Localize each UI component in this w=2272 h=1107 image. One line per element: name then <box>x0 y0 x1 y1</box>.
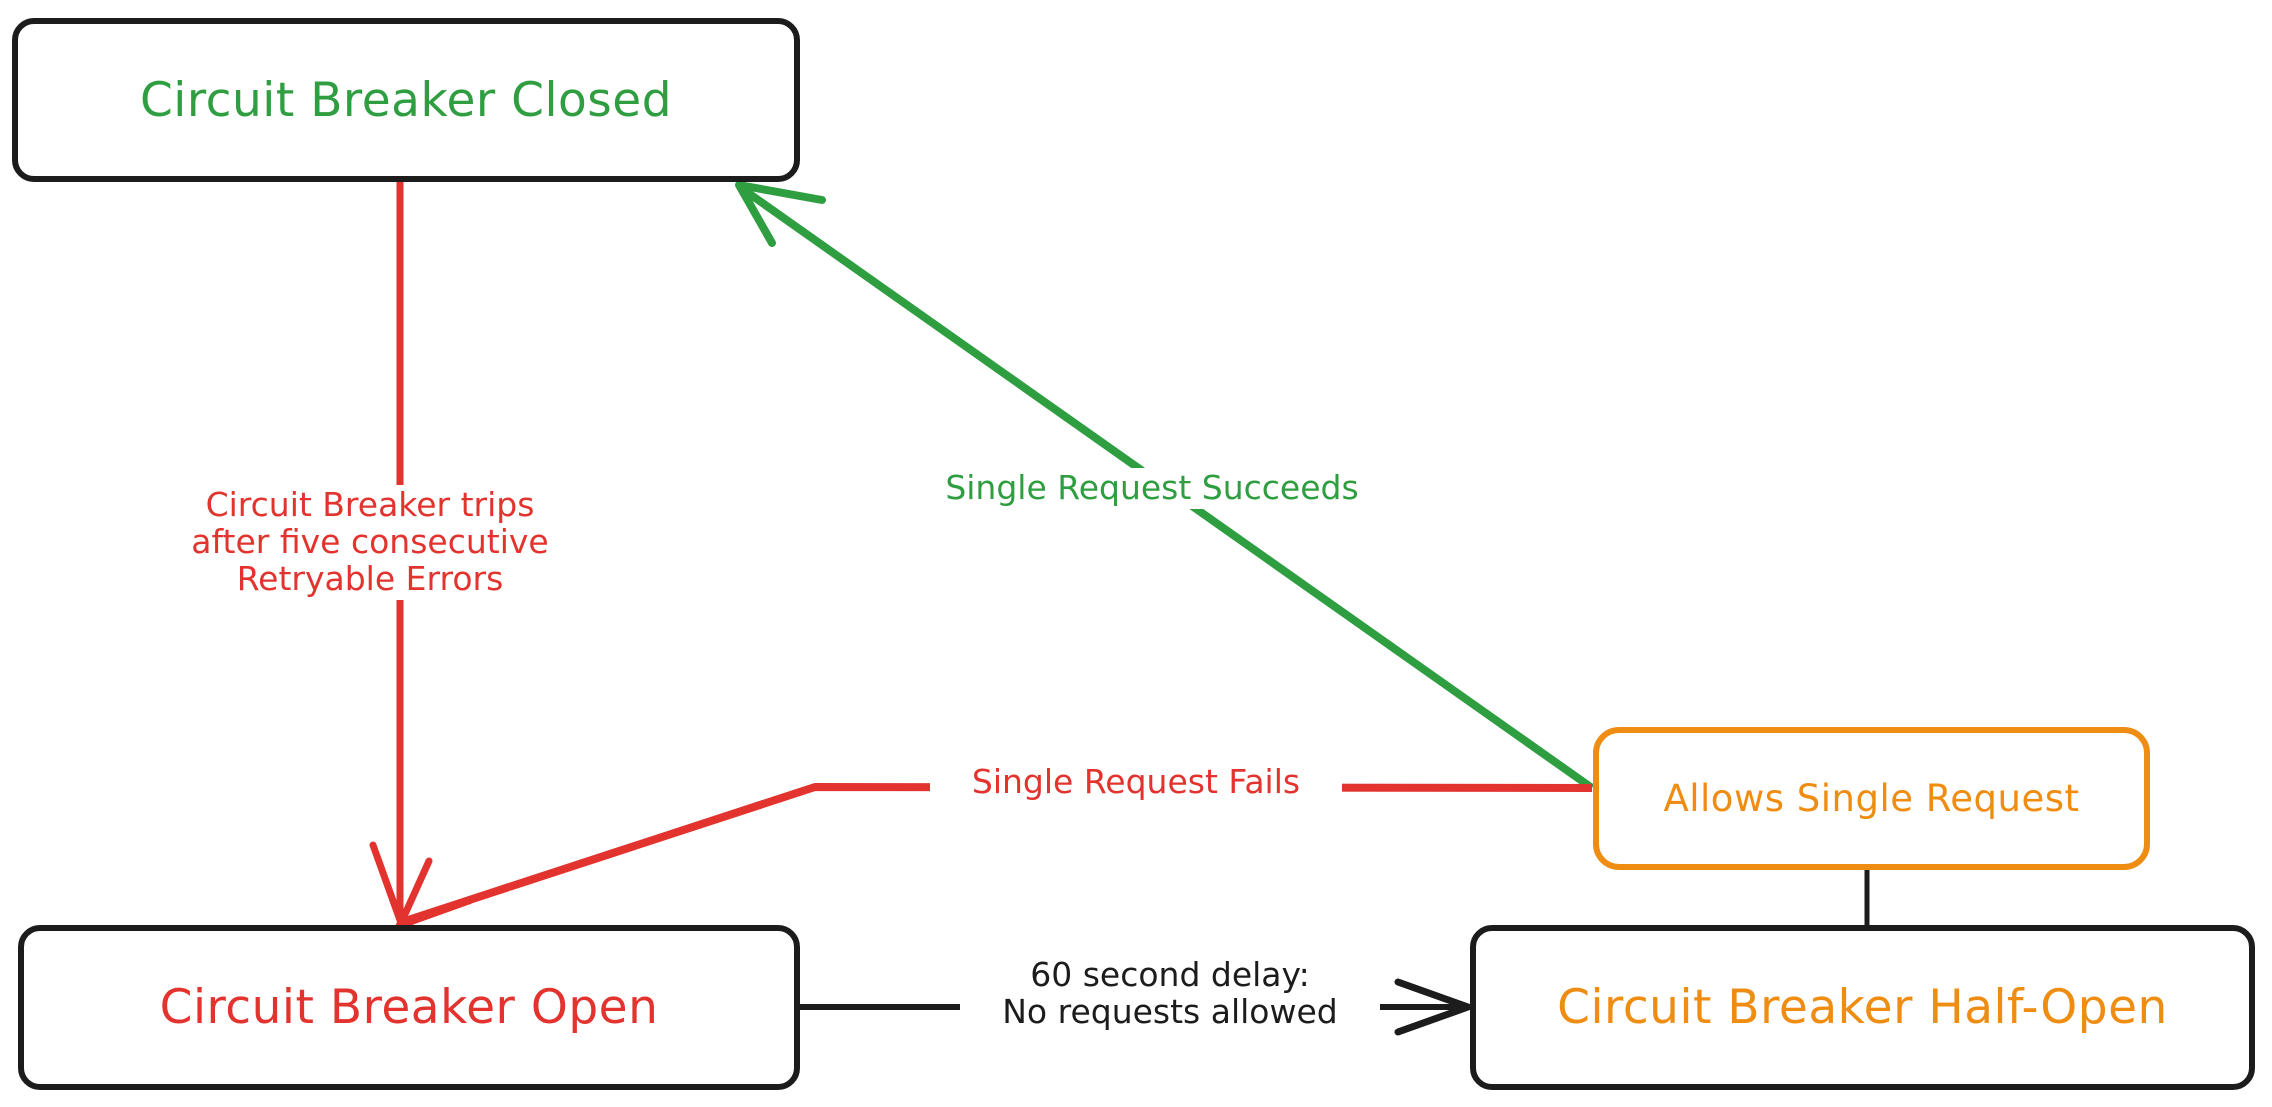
node-label-allows-single-request: Allows Single Request <box>1663 777 2080 820</box>
node-label-circuit-breaker-open: Circuit Breaker Open <box>159 980 659 1035</box>
edge-label-60-second-delay: 60 second delay: No requests allowed <box>960 955 1380 1033</box>
node-allows-single-request[interactable]: Allows Single Request <box>1593 727 2150 870</box>
node-label-circuit-breaker-half-open: Circuit Breaker Half-Open <box>1557 980 2168 1035</box>
node-label-circuit-breaker-closed: Circuit Breaker Closed <box>139 72 673 128</box>
edge-label-single-request-fails: Single Request Fails <box>930 762 1342 803</box>
edge-label-single-request-succeeds: Single Request Succeeds <box>905 468 1399 509</box>
node-circuit-breaker-closed[interactable]: Circuit Breaker Closed <box>12 18 800 182</box>
edge-label-circuit-breaker-trips: Circuit Breaker trips after five consecu… <box>168 485 572 600</box>
edge-allows-to-open <box>396 783 1593 948</box>
node-circuit-breaker-open[interactable]: Circuit Breaker Open <box>18 925 800 1090</box>
node-circuit-breaker-half-open[interactable]: Circuit Breaker Half-Open <box>1470 925 2255 1090</box>
